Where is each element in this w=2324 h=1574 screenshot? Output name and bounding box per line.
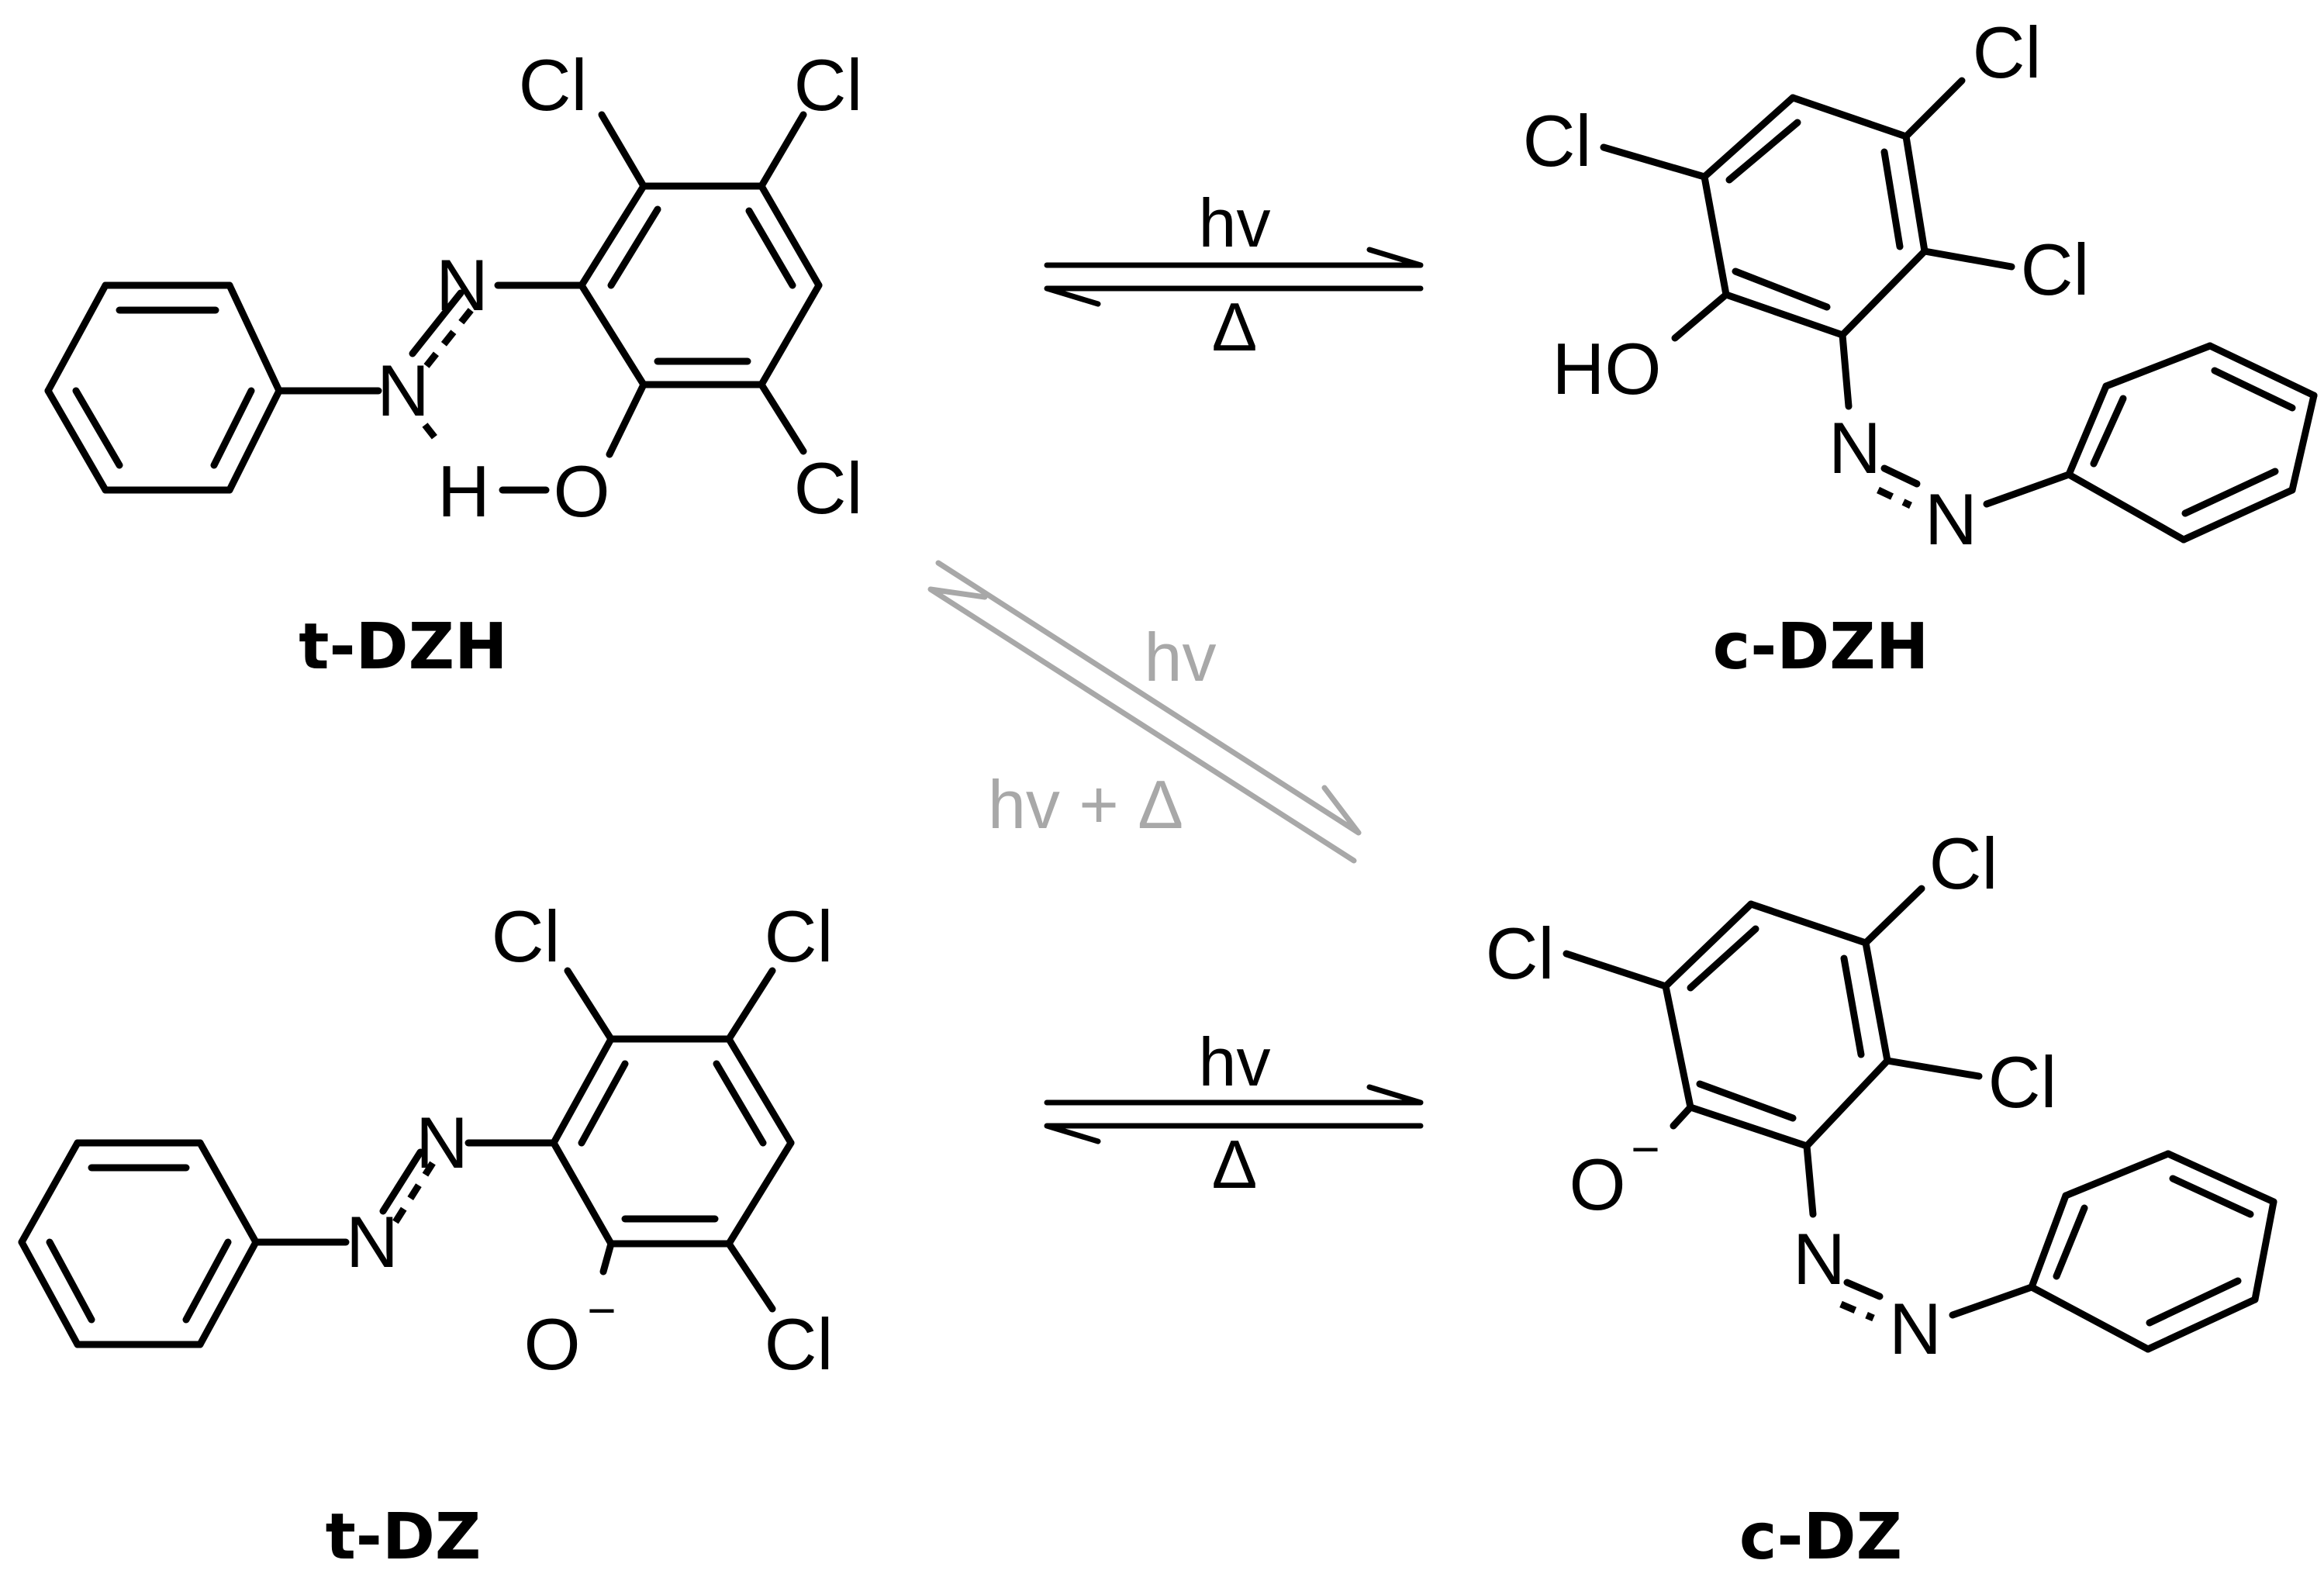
chlorine-atom: Cl	[765, 1303, 834, 1385]
compound-label-c-dz: c-DZ	[1739, 1500, 1902, 1574]
phenol-ring	[578, 182, 823, 388]
phenyl-ring	[2028, 1150, 2277, 1353]
condition-light-bottom: hv	[1199, 1023, 1271, 1100]
nitrogen-atom: N	[436, 244, 489, 326]
nitrogen-atom: N	[1793, 1218, 1846, 1300]
equilibrium-arrow-diagonal	[927, 560, 1362, 864]
molecule-t-dzh: Cl Cl Cl N N H O	[44, 44, 863, 532]
negative-charge: −	[1631, 1121, 1659, 1177]
equilibrium-arrow-bottom	[1044, 1084, 1424, 1144]
nitrogen-atom: N	[377, 350, 430, 431]
chlorine-atom: Cl	[1973, 12, 2042, 93]
compound-label-t-dz: t-DZ	[326, 1500, 482, 1574]
chlorine-atom: Cl	[1988, 1041, 2057, 1123]
phenyl-ring	[18, 1139, 260, 1348]
molecule-t-dz: Cl Cl Cl N N O −	[18, 896, 834, 1385]
chlorine-atom: Cl	[794, 447, 863, 529]
phenyl-ring	[44, 281, 283, 494]
negative-charge: −	[587, 1282, 616, 1338]
compound-label-c-dzh: c-DZH	[1713, 610, 1929, 684]
chlorine-atom: Cl	[519, 44, 588, 126]
nitrogen-atom: N	[1925, 478, 1977, 560]
chlorine-atom: Cl	[1929, 823, 1998, 904]
condition-heat-bottom: Δ	[1212, 1126, 1258, 1203]
chlorine-atom: Cl	[1486, 913, 1555, 994]
chlorine-atom: Cl	[492, 896, 561, 977]
chlorine-atom: Cl	[794, 44, 863, 126]
nitrogen-atom: N	[1889, 1288, 1942, 1369]
compound-label-t-dzh: t-DZH	[299, 610, 507, 684]
chlorine-atom: Cl	[765, 896, 834, 977]
condition-light-diagonal: hv	[1145, 619, 1217, 696]
oxygen-atom: O	[1569, 1144, 1625, 1225]
phenol-ring	[1701, 94, 1929, 339]
phenolate-ring	[550, 1035, 795, 1248]
equilibrium-arrow-top	[1044, 247, 1424, 307]
molecule-c-dz: Cl Cl Cl O − N N	[1486, 823, 2277, 1369]
oxygen-atom: O	[553, 450, 609, 532]
condition-heat-top: Δ	[1212, 288, 1258, 365]
phenolate-ring	[1662, 900, 1891, 1150]
chlorine-atom: Cl	[2021, 229, 2090, 310]
hydroxyl-group: HO	[1552, 328, 1662, 409]
chlorine-atom: Cl	[1523, 100, 1592, 181]
nitrogen-atom: N	[346, 1201, 399, 1282]
nitrogen-atom: N	[1828, 407, 1881, 488]
condition-light-heat-diagonal: hv + Δ	[988, 766, 1183, 843]
nitrogen-atom: N	[416, 1102, 468, 1183]
phenyl-ring	[2065, 342, 2318, 544]
molecule-c-dzh: Cl Cl Cl HO N N	[1523, 12, 2318, 560]
condition-light-top: hv	[1199, 185, 1271, 261]
oxygen-atom: O	[523, 1303, 580, 1385]
hydrogen-atom: H	[437, 450, 490, 532]
